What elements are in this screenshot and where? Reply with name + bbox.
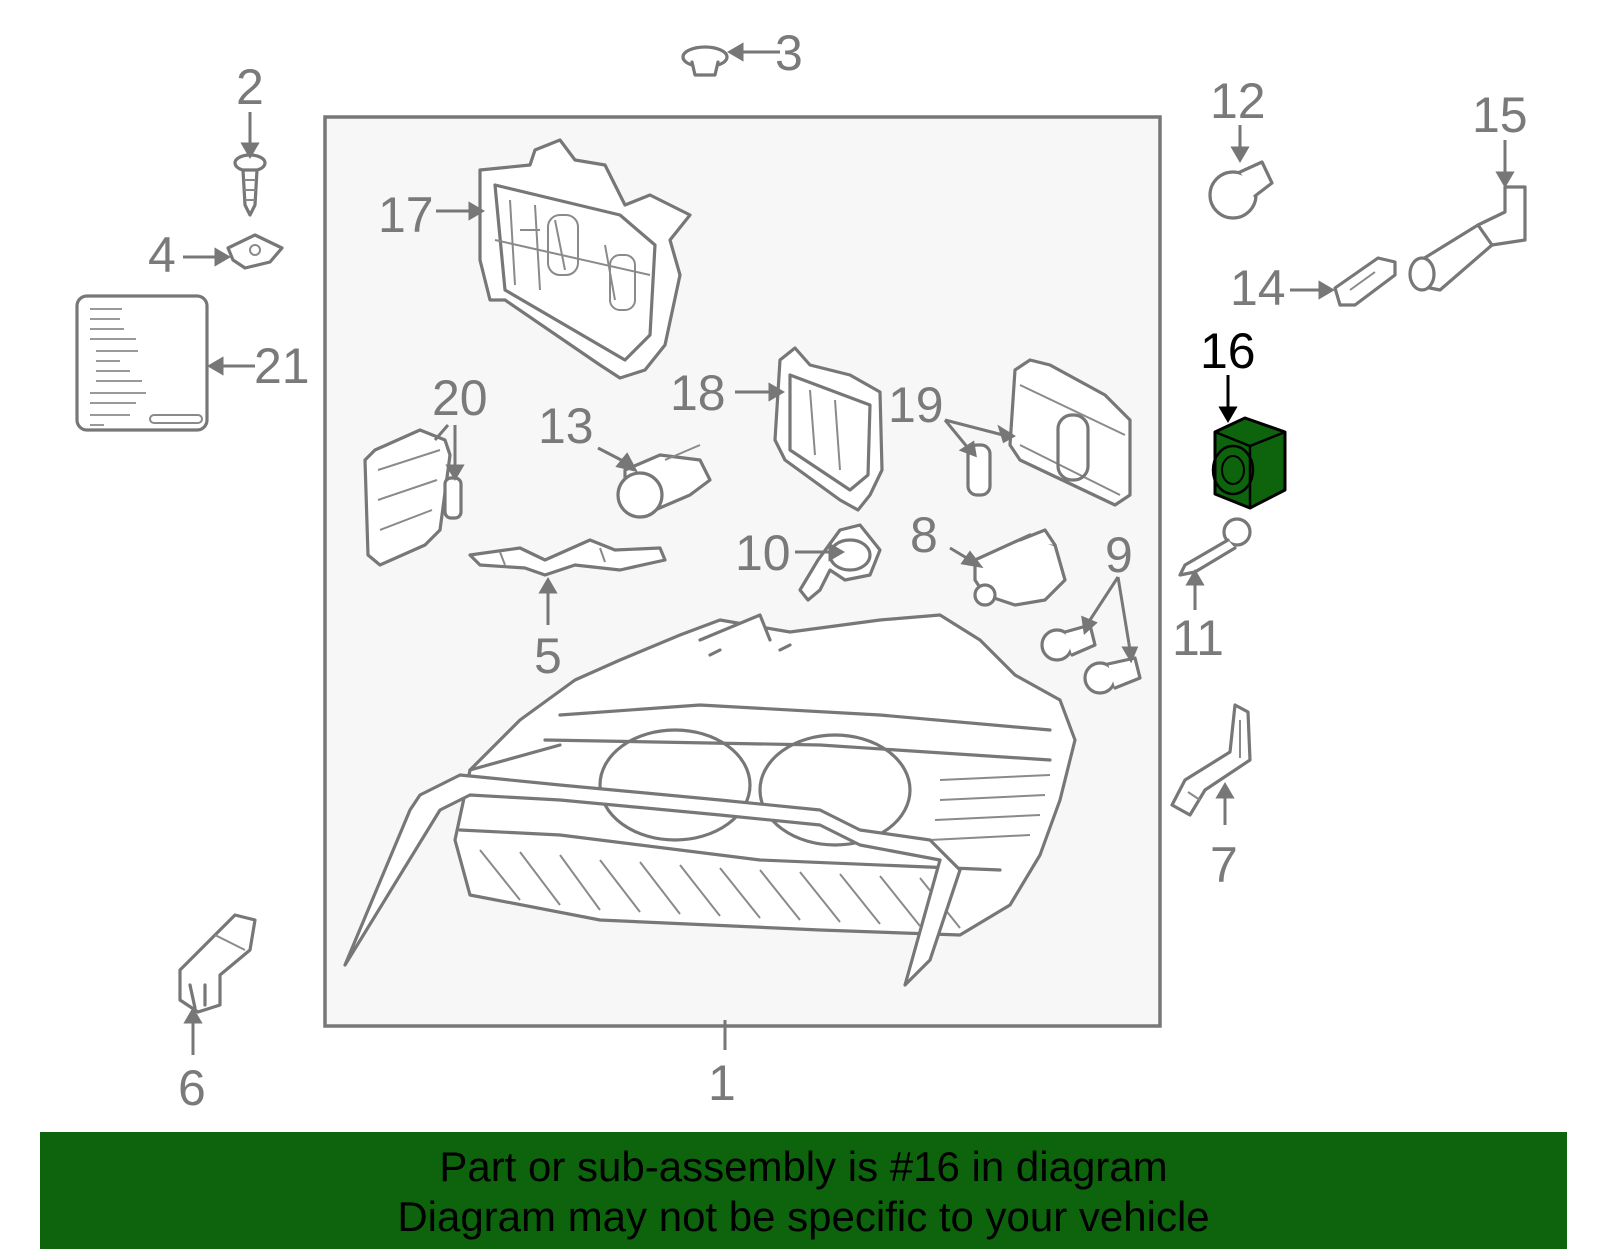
banner-line-2: Diagram may not be specific to your vehi…	[397, 1193, 1210, 1240]
label-18: 18	[670, 365, 726, 421]
part-21-label-card[interactable]	[75, 294, 209, 432]
info-banner: Part or sub-assembly is #16 in diagram D…	[40, 1132, 1567, 1249]
part-4-clip[interactable]	[226, 233, 284, 270]
part-9-bulbs[interactable]	[1040, 623, 1142, 695]
label-7: 7	[1210, 837, 1238, 893]
label-3: 3	[775, 25, 803, 81]
part-11-screw[interactable]	[1178, 517, 1252, 577]
part-15-bulb[interactable]	[1408, 185, 1527, 292]
part-17-housing[interactable]	[478, 138, 692, 380]
part-7-bracket[interactable]	[1170, 703, 1252, 817]
part-8-actuator[interactable]	[973, 528, 1067, 607]
label-16-highlighted: 16	[1200, 323, 1256, 379]
label-10: 10	[735, 525, 791, 581]
leader-lines	[183, 42, 1515, 1055]
part-16-cap-highlighted[interactable]	[1211, 416, 1287, 510]
part-12-bulb[interactable]	[1208, 160, 1274, 220]
part-5-bracket[interactable]	[468, 538, 667, 577]
label-13: 13	[538, 398, 594, 454]
part-13-socket[interactable]	[616, 444, 712, 519]
label-9: 9	[1105, 527, 1133, 583]
part-6-connector[interactable]	[178, 913, 257, 1014]
label-15: 15	[1472, 87, 1528, 143]
label-8: 8	[910, 507, 938, 563]
label-14: 14	[1230, 260, 1286, 316]
part-18-bezel[interactable]	[773, 346, 884, 512]
part-1-headlamp[interactable]	[343, 613, 1077, 987]
part-14-bulb[interactable]	[1333, 256, 1397, 307]
part-19-module[interactable]	[966, 358, 1132, 507]
part-20-control-unit[interactable]	[363, 428, 463, 567]
label-5: 5	[534, 628, 562, 684]
label-11: 11	[1172, 610, 1224, 666]
label-6: 6	[178, 1060, 206, 1116]
leader-line-16	[1218, 375, 1238, 423]
part-3-plug[interactable]	[681, 45, 729, 77]
label-1: 1	[708, 1055, 736, 1111]
label-21: 21	[254, 338, 310, 394]
label-12: 12	[1210, 73, 1266, 129]
label-20: 20	[432, 370, 488, 426]
part-2-screw[interactable]	[233, 153, 267, 217]
label-19: 19	[888, 377, 944, 433]
label-4: 4	[148, 227, 176, 283]
part-labels: 1 2 3 4 5 6 7 8 9 10 11 12 13 14 15 16 1…	[148, 25, 1528, 1116]
label-2: 2	[236, 59, 264, 115]
part-10-bulb[interactable]	[798, 523, 882, 602]
banner-line-1: Part or sub-assembly is #16 in diagram	[439, 1143, 1168, 1190]
label-17: 17	[378, 187, 434, 243]
